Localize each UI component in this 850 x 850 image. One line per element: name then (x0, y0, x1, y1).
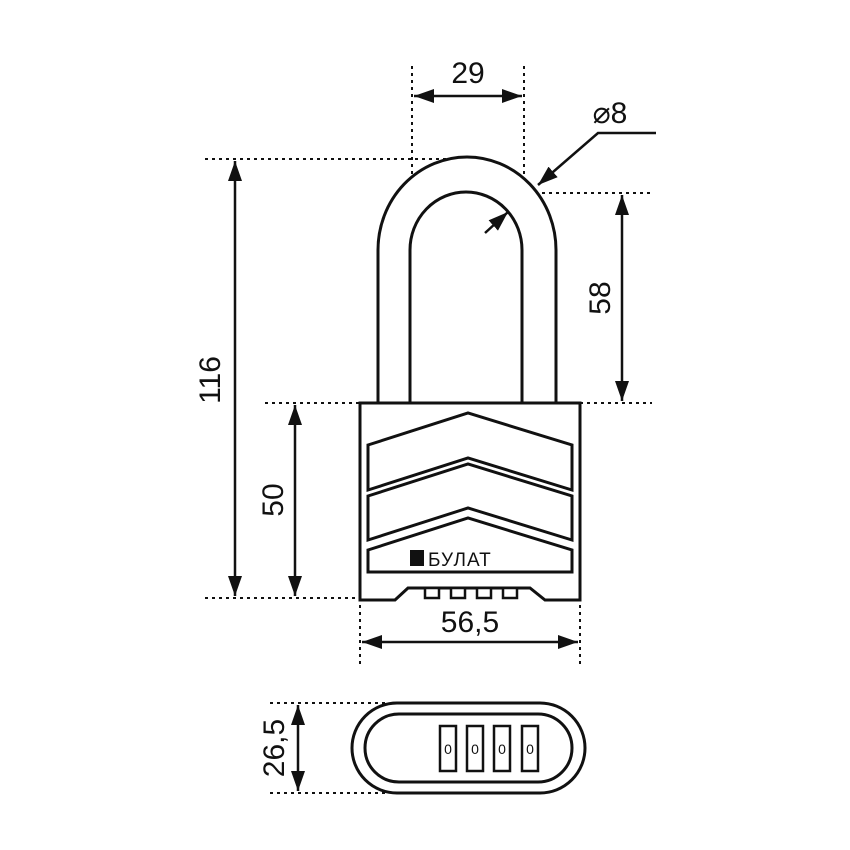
brand-label: БУЛАТ (428, 550, 492, 571)
diameter-leader (537, 131, 656, 186)
dial-1[interactable]: 0 (444, 741, 452, 757)
dim-diameter-label: ⌀8 (593, 97, 628, 130)
dial-4[interactable]: 0 (526, 741, 534, 757)
dim-29-label: 29 (451, 57, 484, 90)
dial-2[interactable]: 0 (471, 741, 479, 757)
dim-58-label: 58 (584, 281, 617, 314)
dim-26-5-label: 26,5 (258, 719, 291, 777)
dial-3[interactable]: 0 (498, 741, 506, 757)
combination-dials: 0 0 0 0 (438, 724, 540, 773)
extension-lines (205, 66, 652, 794)
shackle (376, 155, 558, 405)
dim-116-label: 116 (194, 356, 227, 404)
diameter-inner-arrow (484, 211, 509, 234)
brand-logo-icon (410, 550, 424, 566)
dim-56-5-label: 56,5 (441, 606, 499, 639)
dim-50-label: 50 (257, 483, 290, 516)
